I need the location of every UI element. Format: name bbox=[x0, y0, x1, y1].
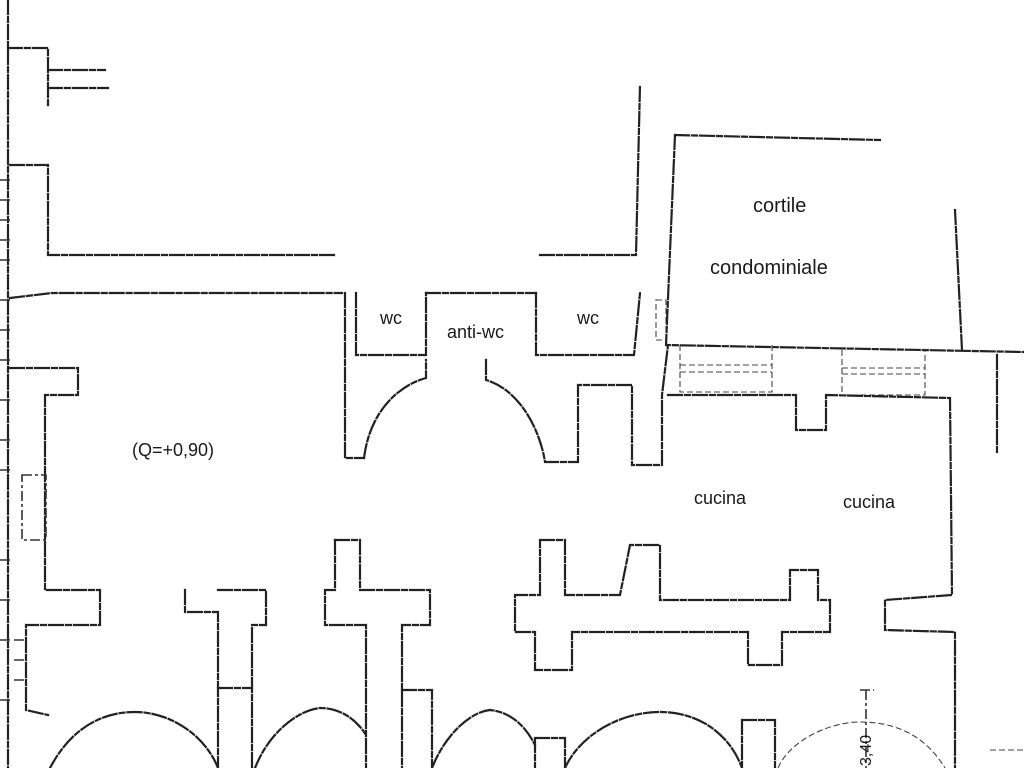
label-cucina-left: cucina bbox=[694, 488, 747, 508]
main-room-walls bbox=[8, 291, 344, 717]
left-party-wall bbox=[0, 0, 10, 768]
arches bbox=[48, 706, 946, 768]
label-wc-left: wc bbox=[380, 308, 402, 328]
label-level: (Q=+0,90) bbox=[132, 440, 215, 460]
wc-block-walls bbox=[343, 291, 670, 467]
label-cucina-right: cucina bbox=[843, 492, 896, 512]
top-left-wall-stub bbox=[6, 46, 642, 257]
label-cortile: cortile bbox=[753, 195, 807, 217]
lower-piers bbox=[183, 538, 832, 768]
label-wc-right: wc bbox=[577, 308, 599, 328]
courtyard-walls bbox=[664, 133, 1024, 457]
label-condominiale: condominiale bbox=[710, 257, 828, 279]
kitchen-walls bbox=[666, 345, 957, 768]
label-anti-wc: anti-wc bbox=[447, 322, 505, 342]
label-height-dimension: 3,40 bbox=[858, 734, 875, 766]
dimension-marker bbox=[860, 689, 874, 768]
